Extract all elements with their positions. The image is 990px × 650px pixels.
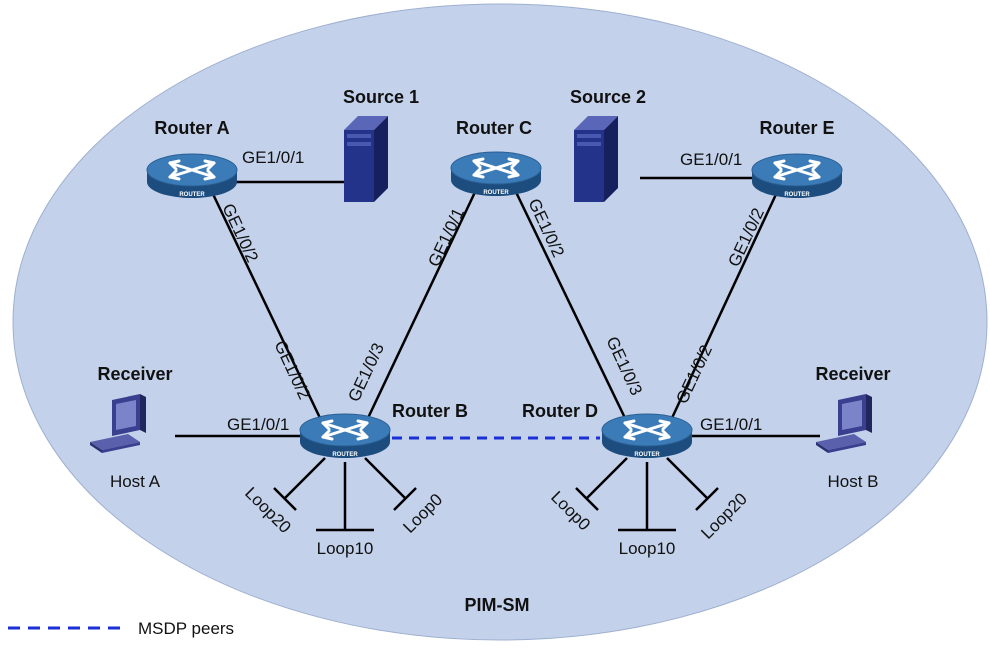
router-b-name: Router B	[392, 401, 468, 421]
router-c: ROUTER	[449, 150, 543, 198]
router-d-name: Router D	[522, 401, 598, 421]
link-d-e	[670, 189, 780, 419]
source-2-label: Source 2	[570, 87, 646, 107]
link-b-c	[366, 189, 478, 419]
router-b: ROUTER	[298, 412, 392, 460]
router-c-badge: ROUTER	[483, 190, 509, 196]
host-b-role: Receiver	[815, 364, 890, 384]
host-a-role: Receiver	[97, 364, 172, 384]
router-e-name: Router E	[759, 118, 834, 138]
loop-b-2: Loop10	[317, 539, 374, 558]
iface-d-host: GE1/0/1	[700, 415, 762, 434]
domain-label: PIM-SM	[465, 595, 530, 615]
host-a-name: Host A	[110, 472, 161, 491]
router-e: ROUTER	[750, 152, 844, 200]
router-a-name: Router A	[154, 118, 229, 138]
pim-sm-domain	[12, 3, 988, 641]
server-icon	[344, 116, 388, 202]
loopbacks-router-d	[575, 457, 719, 532]
router-e-badge: ROUTER	[784, 192, 810, 198]
router-a: ROUTER	[145, 152, 239, 200]
links	[175, 176, 820, 438]
host-b-name: Host B	[827, 472, 878, 491]
iface-e-source: GE1/0/1	[680, 150, 742, 169]
router-d: ROUTER	[600, 412, 694, 460]
source-1-label: Source 1	[343, 87, 419, 107]
loop-d-2: Loop10	[619, 539, 676, 558]
iface-a-source: GE1/0/1	[242, 148, 304, 167]
loopbacks-router-b	[273, 457, 417, 532]
legend: MSDP peers	[8, 619, 234, 638]
iface-b-host: GE1/0/1	[227, 415, 289, 434]
router-a-badge: ROUTER	[179, 192, 205, 198]
router-d-badge: ROUTER	[634, 452, 660, 458]
link-c-d	[513, 189, 627, 419]
server-icon	[574, 116, 618, 202]
legend-msdp-label: MSDP peers	[138, 619, 234, 638]
link-a-b	[210, 191, 322, 419]
router-b-badge: ROUTER	[332, 452, 358, 458]
router-c-name: Router C	[456, 118, 532, 138]
